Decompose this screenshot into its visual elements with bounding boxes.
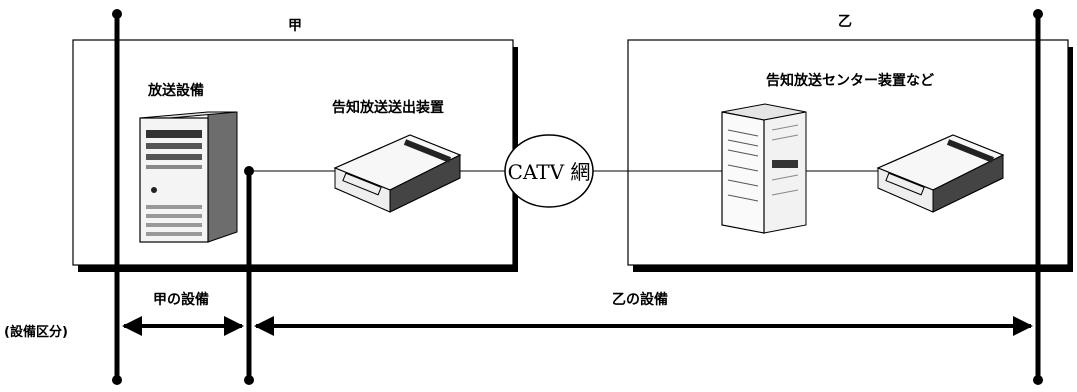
b-equipment-label: 乙の設備: [612, 291, 668, 308]
catv-network-label: CATV 網: [508, 160, 591, 184]
party-a-label: 甲: [288, 18, 302, 34]
terminal-device-icon: [876, 134, 1005, 213]
center-equipment-label: 告知放送センター装置など: [766, 72, 934, 89]
boundary-line-right: [1033, 9, 1043, 385]
boundary-line-left: [112, 9, 122, 385]
transmitter-label: 告知放送送出装置: [332, 99, 444, 116]
broadcast-equipment-label: 放送設備: [147, 82, 204, 99]
broadcast-server-icon: 放送設備: [139, 82, 238, 243]
party-b-label: 乙: [838, 14, 852, 30]
a-equipment-label: 甲の設備: [153, 291, 209, 308]
center-rack-icon: [721, 103, 807, 234]
catv-network: CATV 網: [504, 134, 594, 208]
division-caption: (設備区分): [4, 324, 68, 340]
transmitter-device-icon: [333, 134, 462, 213]
boundary-line-middle: [244, 166, 254, 385]
